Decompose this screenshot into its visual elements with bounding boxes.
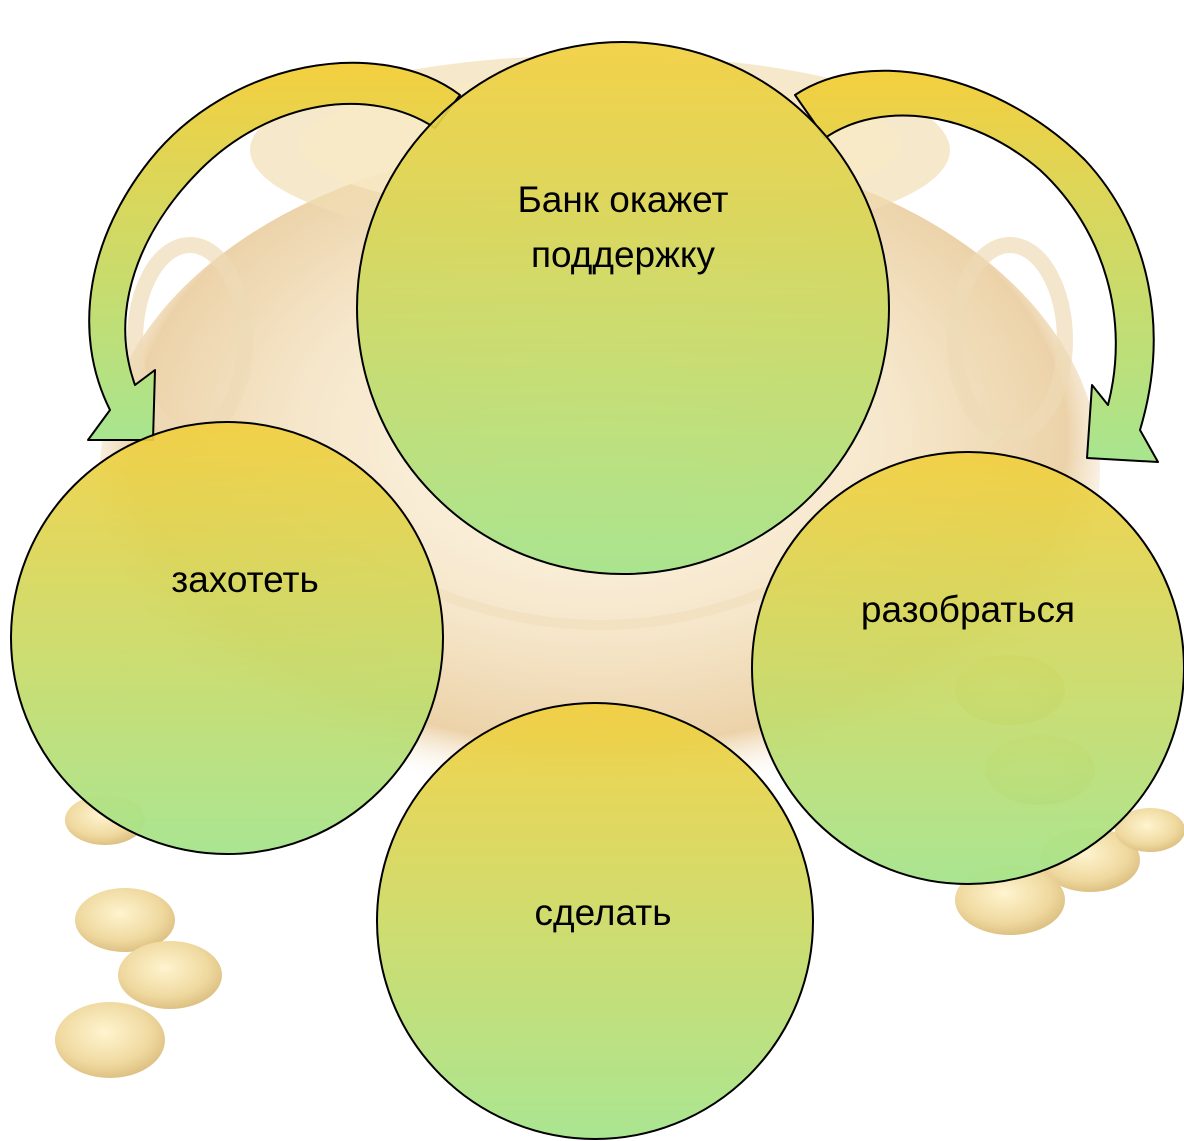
node-do-label: сделать	[534, 892, 671, 933]
node-want: захотеть	[11, 422, 443, 854]
node-understand: разобраться	[752, 452, 1184, 884]
node-bank-support-label-line2: поддержку	[531, 234, 715, 275]
node-do: сделать	[377, 703, 813, 1139]
node-bank-support: Банк окажет поддержку	[357, 42, 889, 574]
node-want-label: захотеть	[171, 559, 319, 600]
node-bank-support-label-line1: Банк окажет	[518, 179, 729, 220]
node-understand-label: разобраться	[861, 589, 1075, 630]
